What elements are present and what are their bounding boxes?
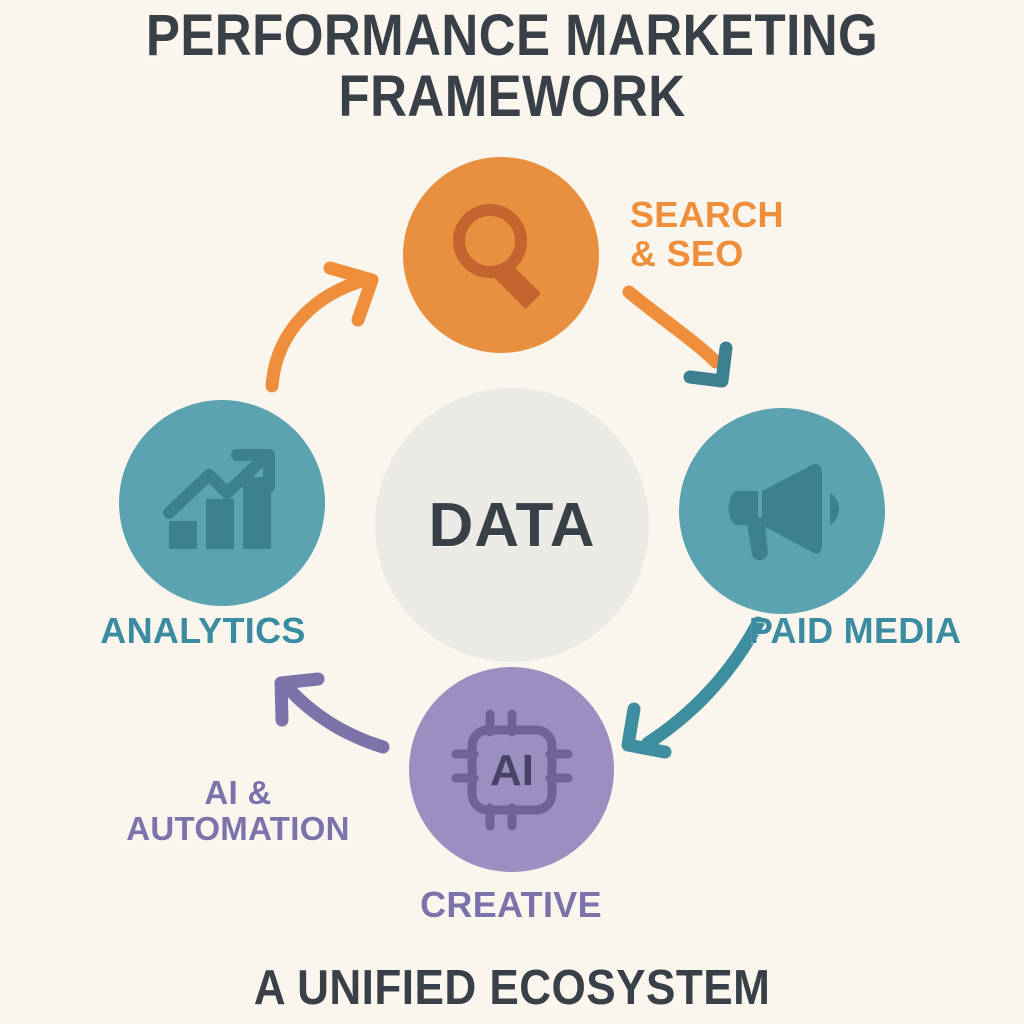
node-creative[interactable]: AI	[409, 667, 614, 872]
center-node-label: DATA	[428, 490, 596, 560]
page-title: PERFORMANCE MARKETING FRAMEWORK	[61, 3, 962, 129]
arrow-creative-to-analytics	[274, 672, 390, 754]
growth-chart-icon	[163, 449, 275, 549]
label-paid-line-1: PAID MEDIA	[748, 610, 962, 651]
magnifier-icon	[453, 204, 541, 309]
title-line-1: PERFORMANCE MARKETING	[145, 3, 879, 68]
svg-text:AI: AI	[490, 746, 534, 795]
center-node-data: DATA	[375, 388, 649, 662]
label-creative-line-1: CREATIVE	[420, 884, 602, 925]
ai-chip-icon: AI	[451, 709, 572, 830]
label-ai-line-2: AUTOMATION	[126, 809, 350, 847]
node-search-seo[interactable]	[403, 157, 599, 353]
label-search-line-1: SEARCH	[630, 194, 784, 235]
label-creative: CREATIVE	[371, 884, 651, 925]
node-analytics[interactable]	[119, 400, 325, 606]
label-search-seo: SEARCH & SEO	[630, 194, 890, 274]
footer-caption: A UNIFIED ECOSYSTEM	[253, 961, 771, 1015]
arrow-analytics-to-search	[265, 261, 379, 393]
label-search-line-2: & SEO	[630, 232, 744, 274]
label-ai-line-1: AI &	[204, 774, 272, 811]
node-paid-media[interactable]	[679, 408, 885, 614]
label-analytics-line-1: ANALYTICS	[100, 610, 306, 651]
title-line-2: FRAMEWORK	[338, 63, 686, 129]
label-analytics: ANALYTICS	[53, 610, 353, 651]
arrow-paid-to-creative	[621, 616, 765, 759]
label-paid-media: PAID MEDIA	[700, 610, 1010, 651]
megaphone-icon	[728, 463, 839, 561]
arrow-search-to-paid	[622, 285, 733, 388]
label-ai-automation: AI & AUTOMATION	[88, 775, 388, 846]
